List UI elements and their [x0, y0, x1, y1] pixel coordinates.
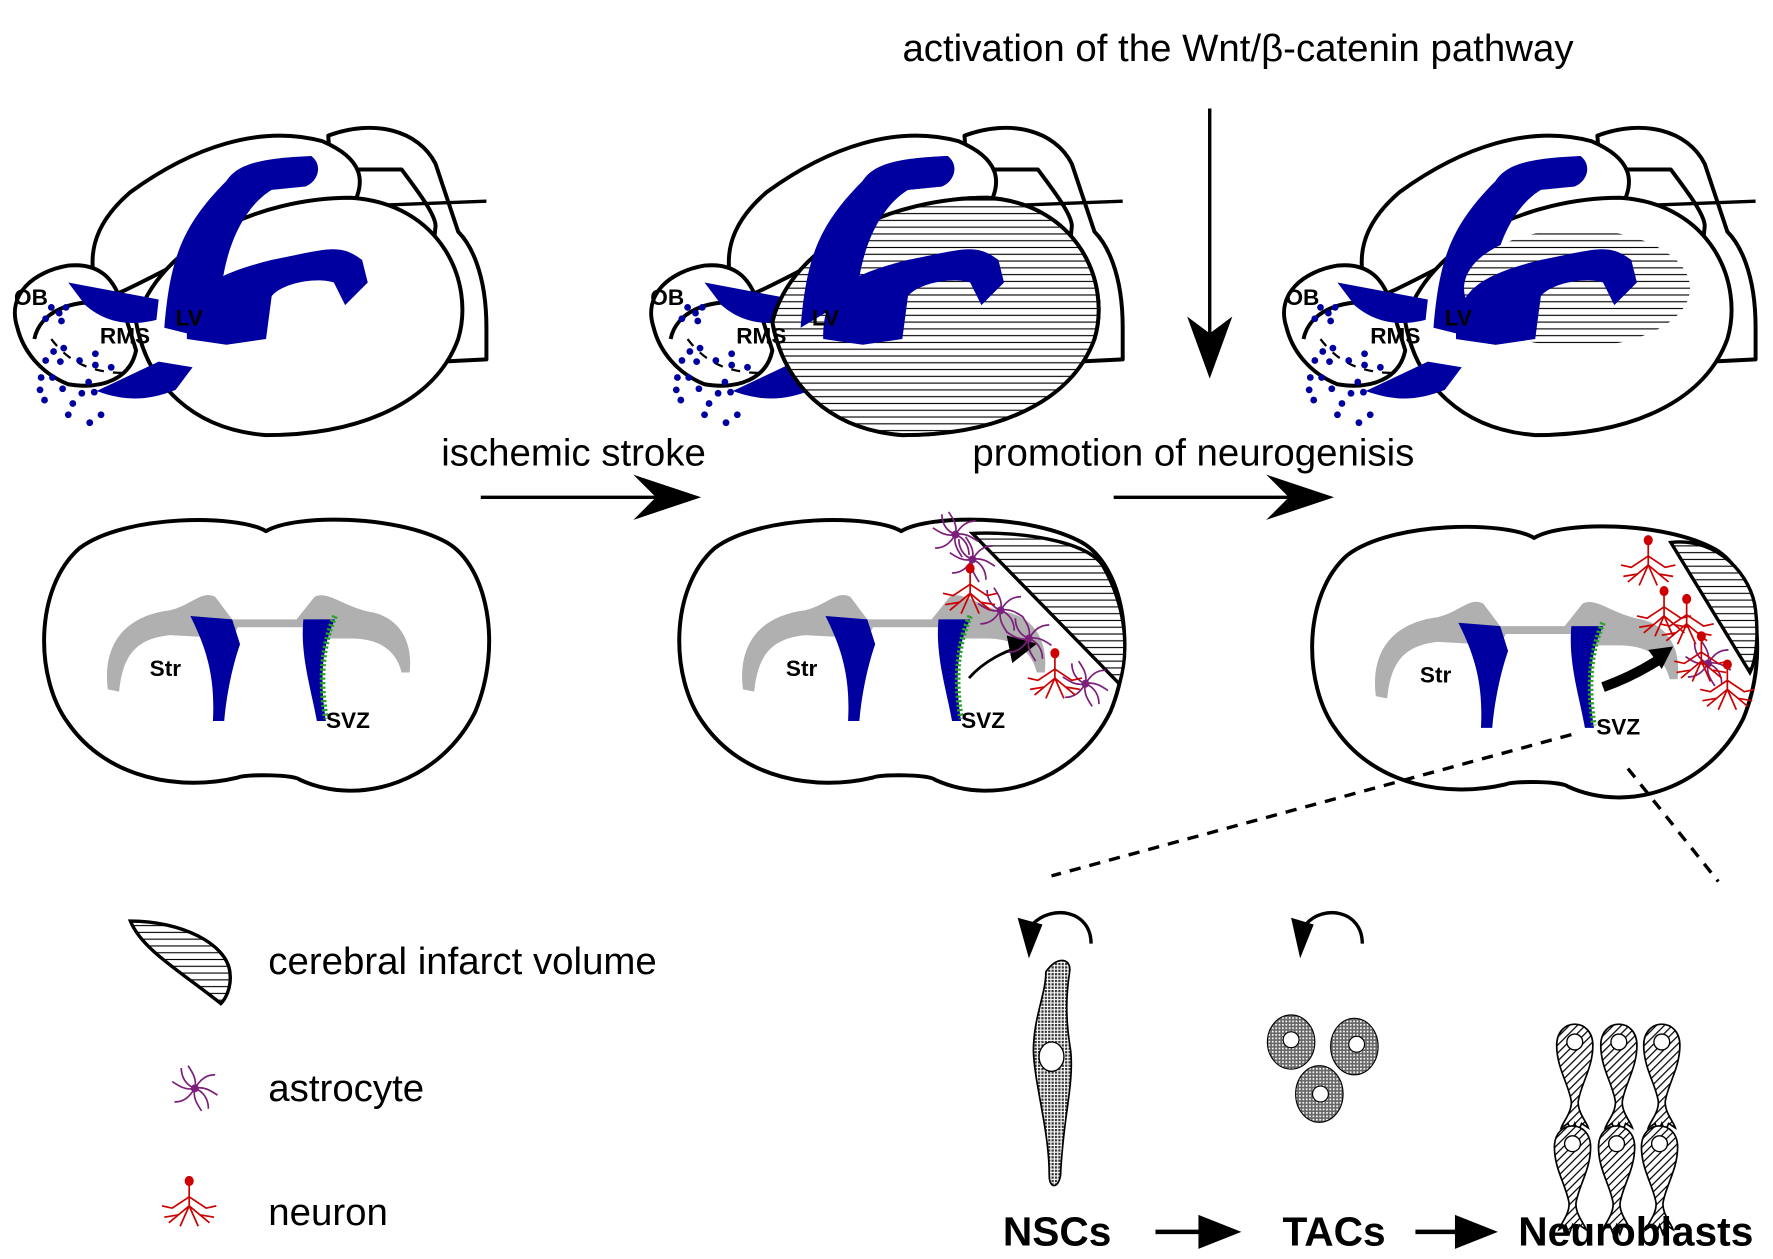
activation-arrowhead	[1187, 316, 1233, 379]
coronal-section-control	[44, 520, 489, 791]
step-ischemic-stroke: ischemic stroke	[441, 432, 706, 475]
legend: cerebral infarct volume astrocyte neuron	[127, 919, 657, 1234]
legend-label-astrocyte: astrocyte	[268, 1067, 424, 1110]
sagittal-brain-control	[12, 125, 489, 438]
label-ob: OB	[14, 285, 48, 310]
arrow-nsc-to-tac	[1198, 1214, 1242, 1249]
label-rms: RMS	[100, 324, 150, 349]
neuron-icon	[161, 1175, 218, 1228]
pathway-title: activation of the Wnt/β-catenin pathway	[902, 27, 1574, 70]
self-renewal-arrow-tac	[1304, 911, 1364, 944]
sagittal-brain-wnt	[1282, 125, 1758, 438]
label-lv: LV	[812, 305, 839, 330]
legend-label-infarct: cerebral infarct volume	[268, 940, 657, 983]
label-svz: SVZ	[961, 708, 1005, 733]
label-ob: OB	[650, 285, 684, 310]
legend-label-neuron: neuron	[268, 1191, 388, 1234]
zoom-line-right	[1626, 767, 1720, 883]
sagittal-labels: OB RMS LV OB RMS LV OB RMS LV	[14, 285, 1472, 348]
label-svz: SVZ	[326, 708, 370, 733]
self-renewal-arrow-nsc	[1031, 911, 1093, 944]
infarct-region	[1668, 540, 1759, 676]
label-str: Str	[786, 656, 818, 681]
label-str: Str	[1420, 663, 1452, 688]
label-lv: LV	[176, 305, 203, 330]
label-str: Str	[150, 656, 182, 681]
label-tacs: TACs	[1282, 1208, 1385, 1254]
coronal-section-wnt	[1312, 526, 1757, 797]
label-svz: SVZ	[1596, 715, 1640, 740]
astrocyte-icon	[171, 1064, 219, 1112]
infarct-region	[968, 531, 1127, 687]
nsc-cell	[1032, 959, 1073, 1187]
coronal-section-stroke: Str	[679, 511, 1127, 791]
step-promotion: promotion of neurogenisis	[972, 432, 1414, 475]
coronal-labels: Str SVZ SVZ Str SVZ	[150, 656, 1641, 740]
label-rms: RMS	[736, 324, 786, 349]
tac-cells	[1266, 1014, 1379, 1123]
cell-lineage: NSCs TACs Neuroblasts	[1003, 911, 1753, 1254]
hatched-infarct-icon	[127, 919, 232, 1006]
label-ob: OB	[1285, 285, 1319, 310]
label-nscs: NSCs	[1003, 1208, 1112, 1254]
label-rms: RMS	[1370, 324, 1420, 349]
neuroblast-cells	[1553, 1023, 1681, 1235]
sagittal-brain-stroke	[649, 125, 1125, 438]
label-neuroblasts: Neuroblasts	[1518, 1208, 1753, 1254]
zoom-line-left	[1051, 732, 1572, 878]
arrow-tac-to-neuroblast	[1454, 1214, 1498, 1249]
label-lv: LV	[1445, 305, 1472, 330]
